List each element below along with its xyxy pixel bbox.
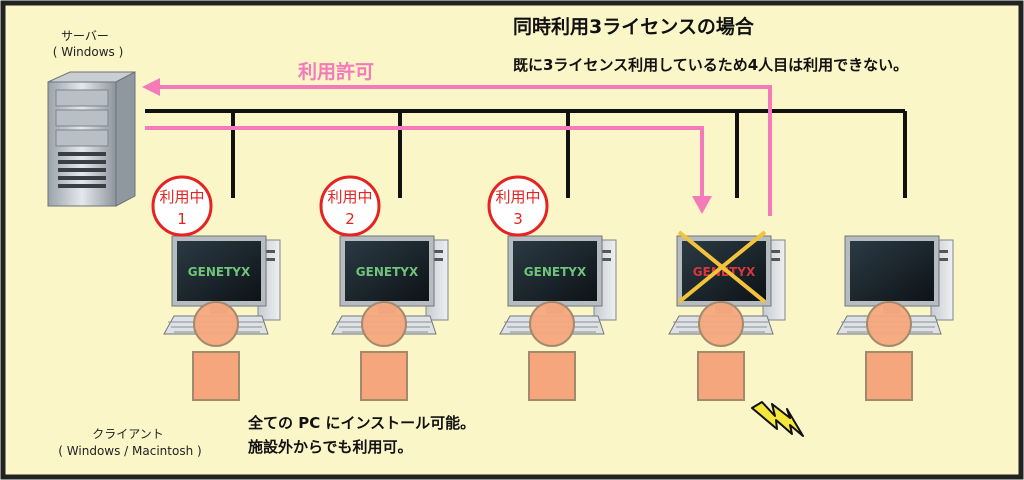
client-pc-1: GENETYX 利用中 1 <box>151 175 281 401</box>
pc-case-drive <box>599 250 611 253</box>
badge-label: 利用中 <box>327 188 372 206</box>
screen-text: GENETYX <box>356 265 419 279</box>
monitor-screen <box>345 241 429 301</box>
user-body <box>360 351 408 401</box>
permission-arrow <box>142 78 772 216</box>
user-body <box>528 351 576 401</box>
user-head <box>698 301 744 347</box>
install-note-line1: 全ての PC にインストール可能。 <box>247 414 475 432</box>
clients-sublabel: ( Windows / Macintosh ) <box>58 444 201 458</box>
permission-label: 利用許可 <box>298 60 374 83</box>
pc-case-drive <box>431 258 443 261</box>
screen-text: GENETYX <box>524 265 587 279</box>
diagram-title: 同時利用3ライセンスの場合 <box>513 15 755 38</box>
pc-case-drive <box>263 258 275 261</box>
client-pc-2: GENETYX 利用中 2 <box>319 175 449 401</box>
pc-case-drive <box>263 250 275 253</box>
pc-case-drive <box>768 250 780 253</box>
clients-label: クライアント <box>92 427 164 441</box>
lightning-icon <box>751 401 804 437</box>
badge-number: 3 <box>513 210 523 228</box>
network-bus <box>145 109 907 198</box>
in-use-badge: 利用中 3 <box>487 175 549 237</box>
monitor-screen <box>177 241 261 301</box>
screen-text: GENETYX <box>188 265 251 279</box>
install-note-line2: 施設外からでも利用可。 <box>248 438 413 456</box>
badge-number: 2 <box>345 210 355 228</box>
monitor-screen <box>850 241 934 301</box>
server: サーバー ( Windows ) <box>47 29 136 207</box>
client-pc-5 <box>836 235 954 401</box>
badge-label: 利用中 <box>495 188 540 206</box>
pc-case-drive <box>936 258 948 261</box>
user-body <box>697 351 745 401</box>
server-tower-icon <box>47 71 136 207</box>
denied-cross-icon <box>677 230 767 304</box>
client-pc-3: GENETYX 利用中 3 <box>487 175 617 401</box>
pc-case-drive <box>936 250 948 253</box>
diagram-subtitle: 既に3ライセンス利用しているため4人目は利用できない。 <box>513 56 908 74</box>
user-head <box>361 301 407 347</box>
user-head <box>866 301 912 347</box>
badge-label: 利用中 <box>159 188 204 206</box>
in-use-badge: 利用中 1 <box>151 175 213 237</box>
request-arrow <box>145 126 712 214</box>
in-use-badge: 利用中 2 <box>319 175 381 237</box>
user-body <box>865 351 913 401</box>
badge-number: 1 <box>177 210 187 228</box>
pc-case-drive <box>768 258 780 261</box>
user-head <box>193 301 239 347</box>
pc-case-drive <box>599 258 611 261</box>
pc-case-drive <box>431 250 443 253</box>
user-head <box>529 301 575 347</box>
server-sublabel: ( Windows ) <box>53 45 124 59</box>
client-pc-4: GENETYX <box>668 230 786 401</box>
server-label: サーバー <box>61 29 109 43</box>
monitor-screen <box>513 241 597 301</box>
user-body <box>192 351 240 401</box>
